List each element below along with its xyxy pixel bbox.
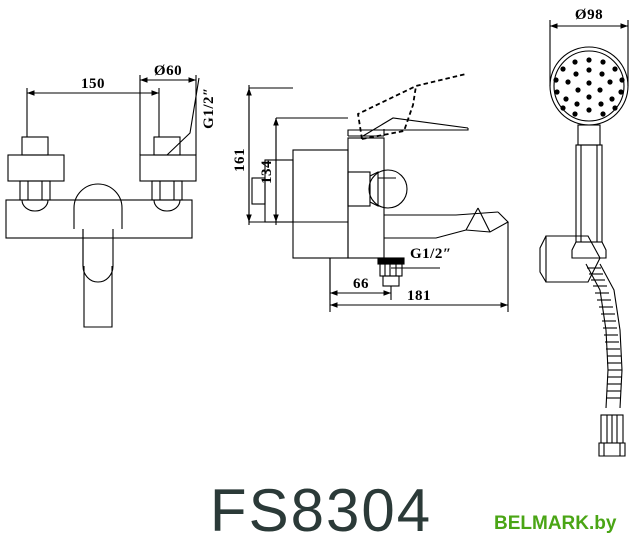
front-left-flange [7, 154, 65, 182]
front-right-nut [151, 180, 183, 201]
dim-181 [329, 222, 509, 312]
dim-d60 [139, 75, 197, 155]
side-diverter [347, 169, 408, 209]
dim-label-d60: Ø60 [154, 63, 182, 79]
dim-label-134: 134 [259, 160, 275, 184]
side-body [292, 149, 349, 259]
shower-handle [571, 124, 607, 259]
front-body-bar [5, 199, 193, 239]
side-body-front [347, 137, 385, 259]
front-lever [73, 183, 123, 328]
shower-hose [585, 263, 623, 409]
shower-holder [539, 235, 601, 283]
dim-161 [246, 85, 293, 225]
dim-label-66: 66 [353, 276, 369, 292]
front-right-inlet [139, 77, 200, 212]
side-spout [384, 207, 509, 239]
shower-spray-holes [553, 57, 625, 117]
dim-134 [273, 117, 348, 225]
front-left-neck [21, 136, 49, 156]
shower-hose-connector [598, 414, 626, 457]
side-lever-raised [357, 73, 467, 140]
dim-label-150: 150 [81, 76, 105, 92]
front-thread-leader [166, 77, 200, 156]
dim-label-front-thread: G1/2″ [201, 87, 217, 129]
model-number: FS8304 [209, 477, 433, 544]
watermark: BELMARK.by [494, 513, 617, 534]
side-bottom-outlet [377, 257, 405, 287]
dim-label-d98: Ø98 [575, 7, 603, 23]
side-lever-down [347, 117, 469, 137]
dim-label-161: 161 [232, 148, 248, 172]
shower-view [539, 20, 629, 457]
dim-label-side-thread: G1/2″ [410, 246, 452, 262]
side-view [246, 73, 509, 312]
dim-150 [26, 88, 160, 97]
front-left-inlet [7, 97, 65, 212]
front-left-nut [19, 180, 51, 201]
front-view [5, 75, 200, 328]
front-right-flange [139, 154, 197, 182]
dim-label-181: 181 [407, 288, 431, 304]
dim-d98 [549, 20, 629, 86]
